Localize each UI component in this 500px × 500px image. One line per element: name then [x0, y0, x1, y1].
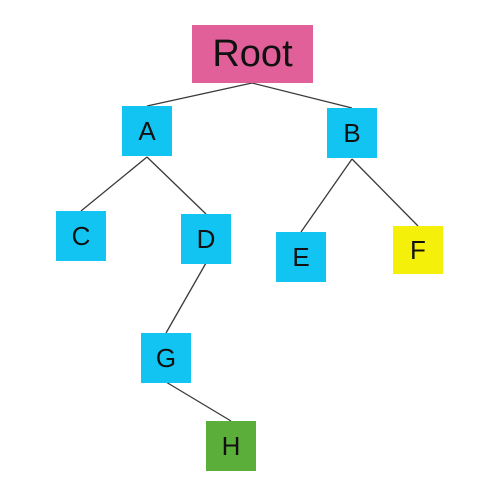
tree-node-b: B [327, 108, 377, 158]
node-label-e: E [292, 242, 309, 272]
edge-b-f [351, 158, 419, 227]
tree-node-c: C [56, 211, 106, 261]
node-label-g: G [156, 343, 176, 373]
tree-edges [80, 82, 419, 422]
tree-node-root: Root [192, 25, 313, 83]
node-box-e [276, 232, 326, 282]
tree-node-h: H [206, 421, 256, 471]
node-label-c: C [72, 221, 91, 251]
node-box-d [181, 214, 231, 264]
edge-d-g [165, 262, 207, 334]
node-box-c [56, 211, 106, 261]
tree-node-g: G [141, 333, 191, 383]
node-box-root [192, 25, 313, 83]
node-box-a [122, 106, 172, 156]
node-box-f [393, 226, 443, 274]
node-label-a: A [138, 116, 156, 146]
node-label-h: H [222, 431, 241, 461]
edge-root-a [146, 82, 253, 107]
node-box-b [327, 108, 377, 158]
node-label-b: B [343, 118, 360, 148]
edge-a-d [146, 156, 207, 215]
tree-node-a: A [122, 106, 172, 156]
tree-node-f: F [393, 226, 443, 274]
node-label-root: Root [212, 33, 293, 75]
node-box-h [206, 421, 256, 471]
edge-b-e [300, 158, 353, 233]
node-label-f: F [410, 235, 426, 265]
edge-a-c [80, 156, 148, 212]
edge-root-b [251, 82, 353, 109]
tree-node-e: E [276, 232, 326, 282]
edge-g-h [165, 381, 232, 422]
tree-node-d: D [181, 214, 231, 264]
node-label-d: D [197, 224, 216, 254]
node-box-g [141, 333, 191, 383]
